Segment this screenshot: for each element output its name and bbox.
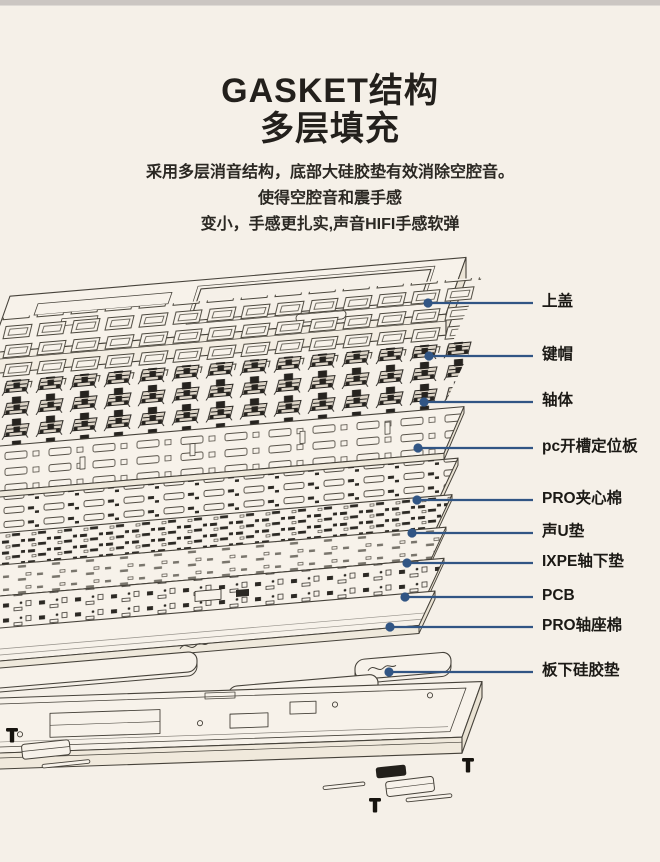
loose-parts [6, 728, 474, 813]
foot-part [21, 739, 71, 760]
layer-label-pcb: PCB [542, 587, 575, 604]
connector-block [375, 764, 407, 779]
layer-label-silicone-pad: 板下硅胶垫 [542, 662, 620, 679]
description-line2: 使得空腔音和震手感 [257, 190, 402, 207]
page-title-line2: 多层填充 [260, 110, 400, 148]
layer-plate [0, 406, 465, 502]
layer-switches [0, 340, 475, 453]
layer-label-plate: pc开槽定位板 [542, 438, 638, 455]
description-line3: 变小，手感更扎实,声音HIFI手感软弹 [200, 216, 460, 233]
layer-label-keycaps: 键帽 [542, 346, 574, 363]
rod-part [322, 781, 366, 791]
description-line1: 采用多层消音结构，底部大硅胶垫有效消除空腔音。 [145, 164, 514, 181]
foot-part [385, 775, 435, 798]
layer-label-sound-u-pad: 声U垫 [542, 523, 585, 540]
page-title-line1: GASKET结构 [221, 72, 439, 110]
layer-keycaps [0, 277, 482, 396]
layer-label-ixpe-pad: IXPE轴下垫 [542, 553, 624, 570]
rod-part [41, 759, 91, 769]
screw [369, 798, 381, 813]
leader-lines [384, 298, 533, 677]
screw [462, 758, 474, 773]
layer-label-top-case: 上盖 [542, 293, 574, 310]
layer-label-seat-foam: PRO轴座棉 [542, 617, 623, 634]
layer-label-switches: 轴体 [542, 392, 574, 409]
layer-seat-foam [0, 590, 436, 675]
layer-bottom-case [0, 680, 483, 771]
rod-part [405, 793, 453, 803]
page-description: 采用多层消音结构，底部大硅胶垫有效消除空腔音。 使得空腔音和震手感 变小，手感更… [0, 160, 660, 238]
layer-label-sandwich-foam: PRO夹心棉 [542, 490, 623, 507]
page-title: GASKET结构 多层填充 [0, 72, 660, 148]
top-edge-strip [0, 0, 660, 6]
